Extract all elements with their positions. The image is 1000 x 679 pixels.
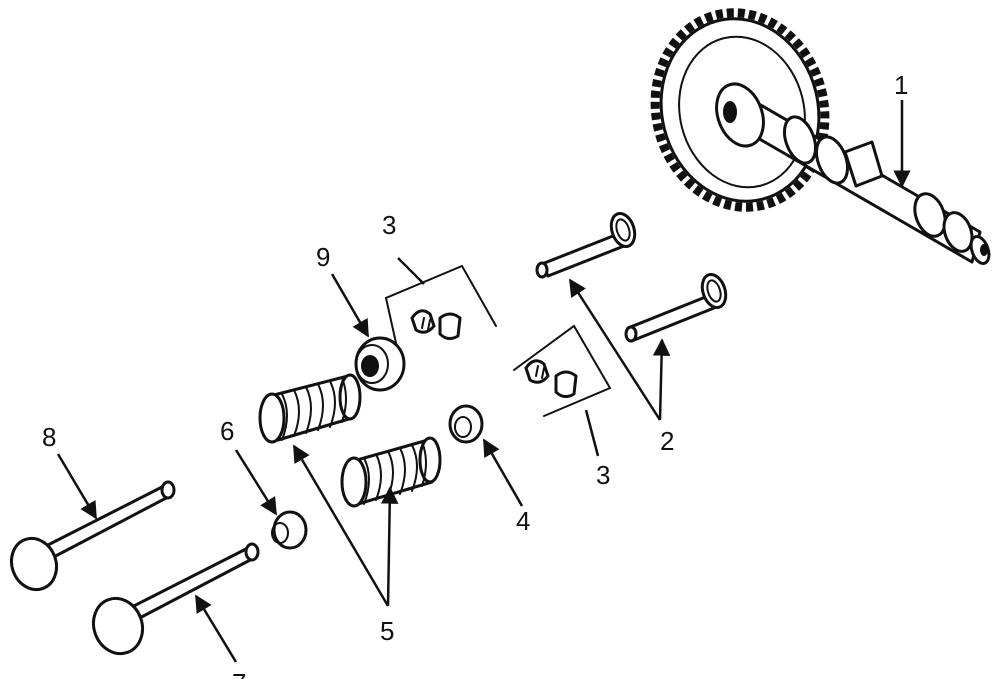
callout-2: 2 xyxy=(660,426,674,456)
callout-1: 1 xyxy=(894,70,908,100)
keeper-box-lower xyxy=(513,324,612,417)
callout-3-bottom: 3 xyxy=(596,460,610,490)
keeper-box-upper xyxy=(384,264,497,353)
callout-5: 5 xyxy=(380,616,394,646)
leader-lines xyxy=(56,100,911,663)
valve-spring-upper xyxy=(258,373,362,444)
callout-4: 4 xyxy=(516,506,530,536)
callout-8: 8 xyxy=(42,422,56,452)
callout-7: 7 xyxy=(232,668,246,679)
rotator-4 xyxy=(448,404,484,444)
camshaft xyxy=(715,82,991,265)
callout-9: 9 xyxy=(316,242,330,272)
tappet-lower xyxy=(624,272,728,343)
valve-seal-6 xyxy=(271,510,308,550)
valve-spring-lower xyxy=(340,436,442,508)
tappet-upper xyxy=(535,211,637,279)
valve-7 xyxy=(91,542,260,656)
spring-retainer-9 xyxy=(354,336,406,392)
callout-3-top: 3 xyxy=(382,210,396,240)
valve-8 xyxy=(9,480,176,592)
callout-6: 6 xyxy=(220,416,234,446)
